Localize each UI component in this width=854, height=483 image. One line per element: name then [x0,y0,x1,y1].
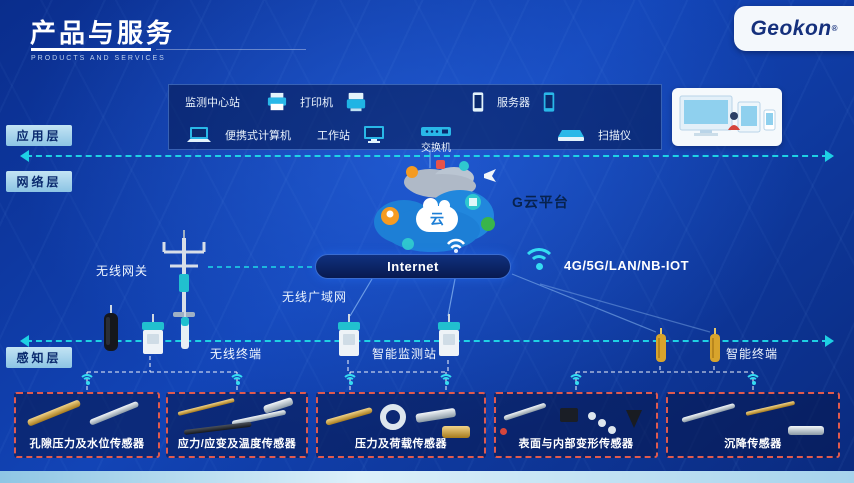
printer-icon [266,92,288,112]
sensor-group-pore-pressure: 孔隙压力及水位传感器 [14,392,160,458]
switch-icon [420,125,452,138]
gateway-mast-graphic [155,230,213,325]
cone-sensor-graphic [626,410,642,428]
sensor-group-label: 沉降传感器 [724,438,782,450]
server-phone-icon [542,91,556,113]
sensor-group-settlement: 沉降传感器 [666,392,840,458]
monitoring-center-label: 监测中心站 [185,96,240,109]
extensometer-bead-graphic [588,412,596,420]
sensor-rod-graphic [442,426,470,438]
slim-sensor-graphic [176,310,194,361]
smart-terminal-label: 智能终端 [726,347,779,361]
footer-accent-strip [0,471,854,483]
wireless-wan-label: 无线广域网 [282,290,348,304]
application-row-1: 监测中心站 打印机 服务器 [169,85,661,118]
probe-tip-graphic [500,428,507,435]
sensor-rod-graphic [415,407,457,423]
separator-application-network [20,150,834,162]
sensor-group-strain-temperature: 应力/应变及温度传感器 [166,392,308,458]
devices-illustration [679,95,776,136]
internet-bar: Internet [315,254,511,279]
connectivity-label: 4G/5G/LAN/NB-IOT [564,258,690,273]
server-phone-icon [471,91,485,113]
layer-label-perception: 感知层 [6,347,72,368]
layer-label-network: 网络层 [6,171,72,192]
brand-logo: Geokon® [734,6,854,51]
sensor-rod-graphic [788,426,824,435]
smart-terminal-sensor-graphic [652,328,670,371]
wifi-icon [342,374,358,387]
separator-network-perception [20,335,834,347]
title-underline [31,48,151,51]
workstation-monitor-icon [362,125,386,145]
application-row-2: 便携式计算机 工作站 交换机 扫描仪 [169,118,661,154]
wifi-icon [229,374,245,387]
sensor-group-pressure-load: 压力及荷载传感器 [316,392,486,458]
wifi-icon [79,374,95,387]
switch-label: 交换机 [421,143,451,154]
wifi-icon [438,374,454,387]
workstation-label: 工作站 [317,129,350,142]
wireless-terminal-label: 无线终端 [210,347,263,361]
scanner-icon [556,127,586,143]
sensor-rod-graphic [177,398,235,416]
sensor-rod-graphic [88,400,140,426]
copier-icon [345,91,367,113]
sensor-group-deformation: 表面与内部变形传感器 [494,392,658,458]
wifi-icon [745,374,761,387]
cloud-glyph-text: 云 [430,211,444,227]
scanner-label: 扫描仪 [598,129,631,142]
piezometer-device-graphic [100,303,122,360]
registered-mark-icon: ® [831,24,838,33]
devices-illustration-card [672,88,782,146]
extensometer-bead-graphic [598,419,606,427]
logger-device-graphic [138,314,168,363]
application-layer-panel: 监测中心站 打印机 服务器 便携式计算机 工作站 [168,84,662,154]
sensor-rod-graphic [325,406,373,426]
monitoring-station-logger-graphic [434,314,464,365]
sensor-group-label: 表面与内部变形传感器 [518,438,634,450]
sensor-group-label: 压力及荷载传感器 [355,438,447,450]
sensor-group-label: 应力/应变及温度传感器 [177,438,297,450]
cloud-platform-label: G云平台 [512,194,569,210]
smart-monitoring-station-label: 智能监测站 [372,347,438,361]
wireless-gateway-label: 无线网关 [96,264,149,278]
printer-label: 打印机 [300,96,333,109]
switch-group: 交换机 [420,125,452,154]
server-label: 服务器 [497,96,530,109]
sensor-rod-graphic [745,400,796,416]
brand-logo-text: Geokon [750,16,832,40]
page-title: 产品与服务 [30,18,176,48]
wifi-icon [568,374,584,387]
load-cell-graphic [380,404,406,430]
sensor-rod-graphic [503,402,547,421]
sensor-chip-graphic [560,408,578,422]
header-divider [156,49,306,50]
sensor-rod-graphic [183,421,252,435]
laptop-label: 便携式计算机 [225,129,291,142]
page-subtitle: PRODUCTS AND SERVICES [31,55,166,62]
wifi-icon [522,248,556,274]
sensor-rod-graphic [681,402,736,423]
monitoring-station-logger-graphic [334,314,364,365]
cloud-badge: 云 [416,198,458,232]
smart-terminal-sensor-graphic [706,328,724,371]
sensor-rod-graphic [26,399,82,427]
layer-label-application: 应用层 [6,125,72,146]
extensometer-bead-graphic [608,426,616,434]
laptop-icon [185,125,213,145]
sensor-group-label: 孔隙压力及水位传感器 [29,438,145,450]
